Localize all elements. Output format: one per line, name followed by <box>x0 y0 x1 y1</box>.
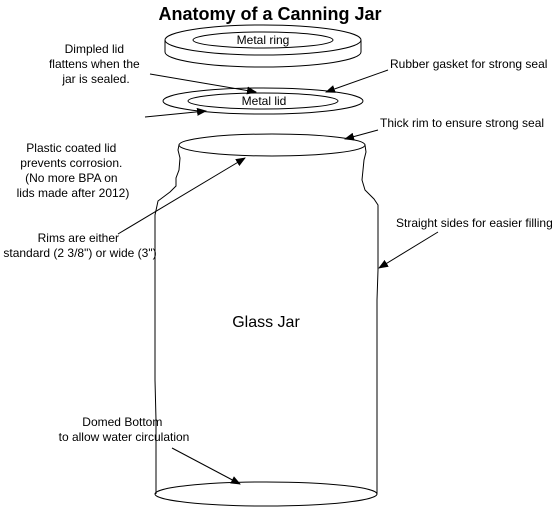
annotation-dimpled-lid: Dimpled lid flattens when the jar is sea… <box>49 42 257 95</box>
rims-line-2: standard (2 3/8") or wide (3") <box>3 246 156 260</box>
dimpled-lid-line-1: Dimpled lid <box>65 42 124 56</box>
annotation-straight-sides: Straight sides for easier filling <box>378 216 553 269</box>
domed-bottom-line-2: to allow water circulation <box>59 430 190 444</box>
plastic-coated-line-4: lids made after 2012) <box>17 186 130 200</box>
thick-rim-text: Thick rim to ensure strong seal <box>380 116 544 130</box>
thick-rim-arrow <box>344 129 379 141</box>
annotation-thick-rim: Thick rim to ensure strong seal <box>344 116 544 141</box>
annotation-rims: Rims are either standard (2 3/8") or wid… <box>3 157 246 260</box>
plastic-coated-line-2: prevents corrosion. <box>20 156 122 170</box>
svg-text:Rims are either standard: Rims are either standard (2 3/8") or wid… <box>3 231 156 260</box>
svg-text:Dimpled lid flattens whe: Dimpled lid flattens when the jar is sea… <box>49 42 143 86</box>
annotation-domed-bottom: Domed Bottom to allow water circulation <box>59 415 241 485</box>
glass-jar: Glass Jar <box>154 133 379 507</box>
metal-ring-label: Metal ring <box>237 33 290 47</box>
metal-ring: Metal ring <box>164 24 362 68</box>
plastic-coated-line-3: (No more BPA on <box>25 171 117 185</box>
plastic-coated-line-1: Plastic coated lid <box>26 141 116 155</box>
dimpled-lid-line-3: jar is sealed. <box>61 72 129 86</box>
rubber-gasket-text: Rubber gasket for strong seal <box>390 57 547 71</box>
straight-sides-text: Straight sides for easier filling <box>396 216 553 230</box>
glass-jar-label: Glass Jar <box>232 314 300 331</box>
plastic-coated-arrow <box>144 107 207 118</box>
rubber-gasket-arrow <box>325 69 389 93</box>
annotation-rubber-gasket: Rubber gasket for strong seal <box>325 57 547 93</box>
svg-text:Plastic coated lid preve: Plastic coated lid prevents corrosion. (… <box>17 141 130 200</box>
rims-arrow <box>117 157 246 235</box>
dimpled-lid-line-2: flattens when the <box>49 57 140 71</box>
diagram-title: Anatomy of a Canning Jar <box>158 4 381 24</box>
svg-text:Domed Bottom to allow wa: Domed Bottom to allow water circulation <box>59 415 190 444</box>
metal-lid: Metal lid <box>162 87 364 115</box>
dimpled-lid-arrow <box>149 73 257 95</box>
rims-line-1: Rims are either <box>38 231 119 245</box>
straight-sides-arrow <box>378 231 439 269</box>
annotation-plastic-coated-lid: Plastic coated lid prevents corrosion. (… <box>17 107 207 200</box>
domed-bottom-line-1: Domed Bottom <box>82 415 162 429</box>
metal-lid-label: Metal lid <box>242 94 287 108</box>
domed-bottom-arrow <box>171 447 241 485</box>
